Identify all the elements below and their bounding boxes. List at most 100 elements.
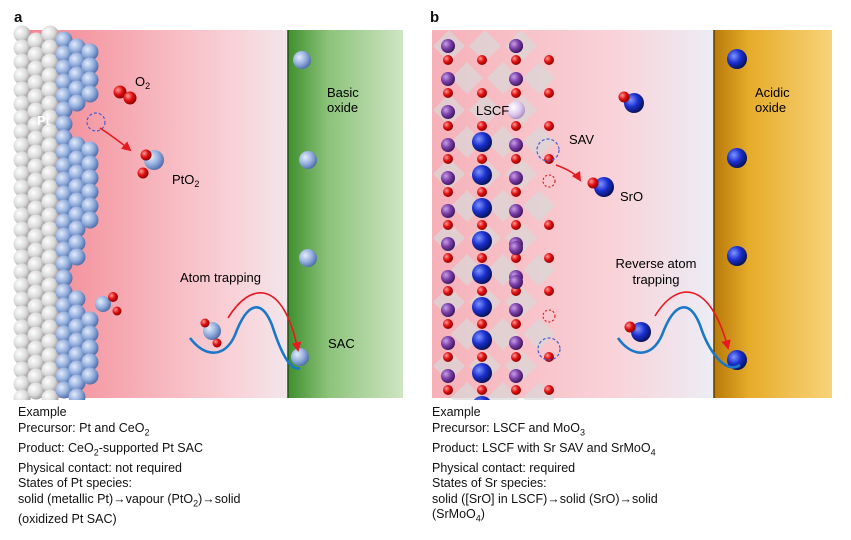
lscf-marker-atom [507,101,525,119]
caption-a-states-title: States of Pt species: [18,476,132,490]
pt-surface-atom [55,115,73,133]
pt-surface-atom [55,101,73,119]
pt-surface-atom [55,269,73,287]
pt-bulk-atom [41,235,59,253]
caption-b-product: Product: LSCF with Sr SAV and SrMoO4 [432,440,656,458]
pt-bulk-atom [41,277,59,295]
pt-bulk-atom [13,333,31,351]
pt-bulk-atom [13,165,31,183]
oxygen-atom [443,253,453,263]
pt-bulk-atom [27,158,45,176]
pt-bulk-atom [41,67,59,85]
pt-bulk-atom [41,151,59,169]
oxygen-atom [477,55,487,65]
pt-surface-atom [55,87,73,105]
lattice-tile [523,126,555,158]
pt-bulk-atom [13,25,31,43]
lattice-tile [451,62,483,94]
trapped-sr-atom [727,49,747,69]
pt-bulk-atom [13,151,31,169]
pt-bulk-atom [27,130,45,148]
la-atom [509,138,523,152]
pt-bulk-atom [41,25,59,43]
reverse-trapping-label-line1: Reverse atom [616,256,697,271]
figure-canvas: Pt O2 PtO2 Basic oxide Atom trapping SAC [13,25,832,400]
sro-label: SrO [620,189,643,204]
pt-surface-atom [68,248,86,266]
sr-atom [472,231,492,251]
oxygen-atom [511,385,521,395]
caption-b-contact: Physical contact: required [432,460,576,475]
sr-atom [472,165,492,185]
oxygen-atom [511,220,521,230]
pt-bulk-atom [27,270,45,288]
oxygen-atom [544,385,554,395]
pt-bulk-atom [13,137,31,155]
pt-bulk-atom [27,256,45,274]
pt-surface-atom [68,206,86,224]
pt-bulk-atom [27,116,45,134]
oxygen-atom [511,319,521,329]
o2-molecule [113,85,137,105]
oxygen-atom [544,286,554,296]
pt-surface-atom [68,38,86,56]
pt-bulk-atom [27,186,45,204]
pt-surface-atom [55,31,73,49]
panel-b-letter: b [430,9,440,26]
oxygen-atom [477,385,487,395]
pt-bulk-atom [27,298,45,316]
panel-b: LSCF SAV SrO Acidic oxide Reverse atom t… [432,30,832,400]
pt-bulk-atom [27,144,45,162]
pto2-label: PtO2 [172,172,199,189]
pt-bulk-atom [41,389,59,400]
pt-surface-atom [55,325,73,343]
pt-bulk-atom [13,361,31,379]
pt-surface-atom [55,353,73,371]
pt-bulk-atom [41,207,59,225]
pt-surface-atom [55,381,73,399]
lattice-tile [523,382,555,400]
pt-surface-atom [55,283,73,301]
sr-atom [472,330,492,350]
caption-a-heading: Example [18,405,67,419]
pt-surface-atom [55,367,73,385]
sro-molecule [587,177,614,197]
pt-bulk-atom [41,53,59,71]
pt-surface-atom [81,169,99,187]
pt-surface-atom [68,136,86,154]
oxygen-atom [443,154,453,164]
pt-bulk-atom [27,368,45,386]
sac-atom [293,51,311,69]
oxygen-atom [511,154,521,164]
pt-surface-atom [55,45,73,63]
pt-bulk-atom [41,95,59,113]
pt-bulk-atom [41,375,59,393]
oxygen-atom [511,121,521,131]
oxygen-atom [544,352,554,362]
oxygen-atom [511,88,521,98]
lattice-tile [523,190,555,222]
sr-atom [472,198,492,218]
pt-bulk-atom [41,305,59,323]
pt-bulk-atom [13,193,31,211]
oxygen-atom [511,187,521,197]
pt-bulk-atom [13,235,31,253]
pt-bulk-atom [27,102,45,120]
pt-surface-atom [55,59,73,77]
oxygen-atom [477,319,487,329]
pt-bulk-atom [13,277,31,295]
pt-bulk-atom [27,32,45,50]
pt-surface-atom [55,339,73,357]
pt-bulk-atom [27,172,45,190]
pt-bulk-atom [13,53,31,71]
oxygen-atom [544,121,554,131]
atom-trapping-arrow [227,292,302,352]
emission-arrow [99,127,132,152]
reverse-energy-well-curve [616,306,741,369]
pt-bulk-atom [27,340,45,358]
la-atom [441,72,455,86]
pt-bulk-atom [41,221,59,239]
pt-bulk-atom [41,39,59,57]
la-atom [441,369,455,383]
pt-bulk-atom [13,263,31,281]
